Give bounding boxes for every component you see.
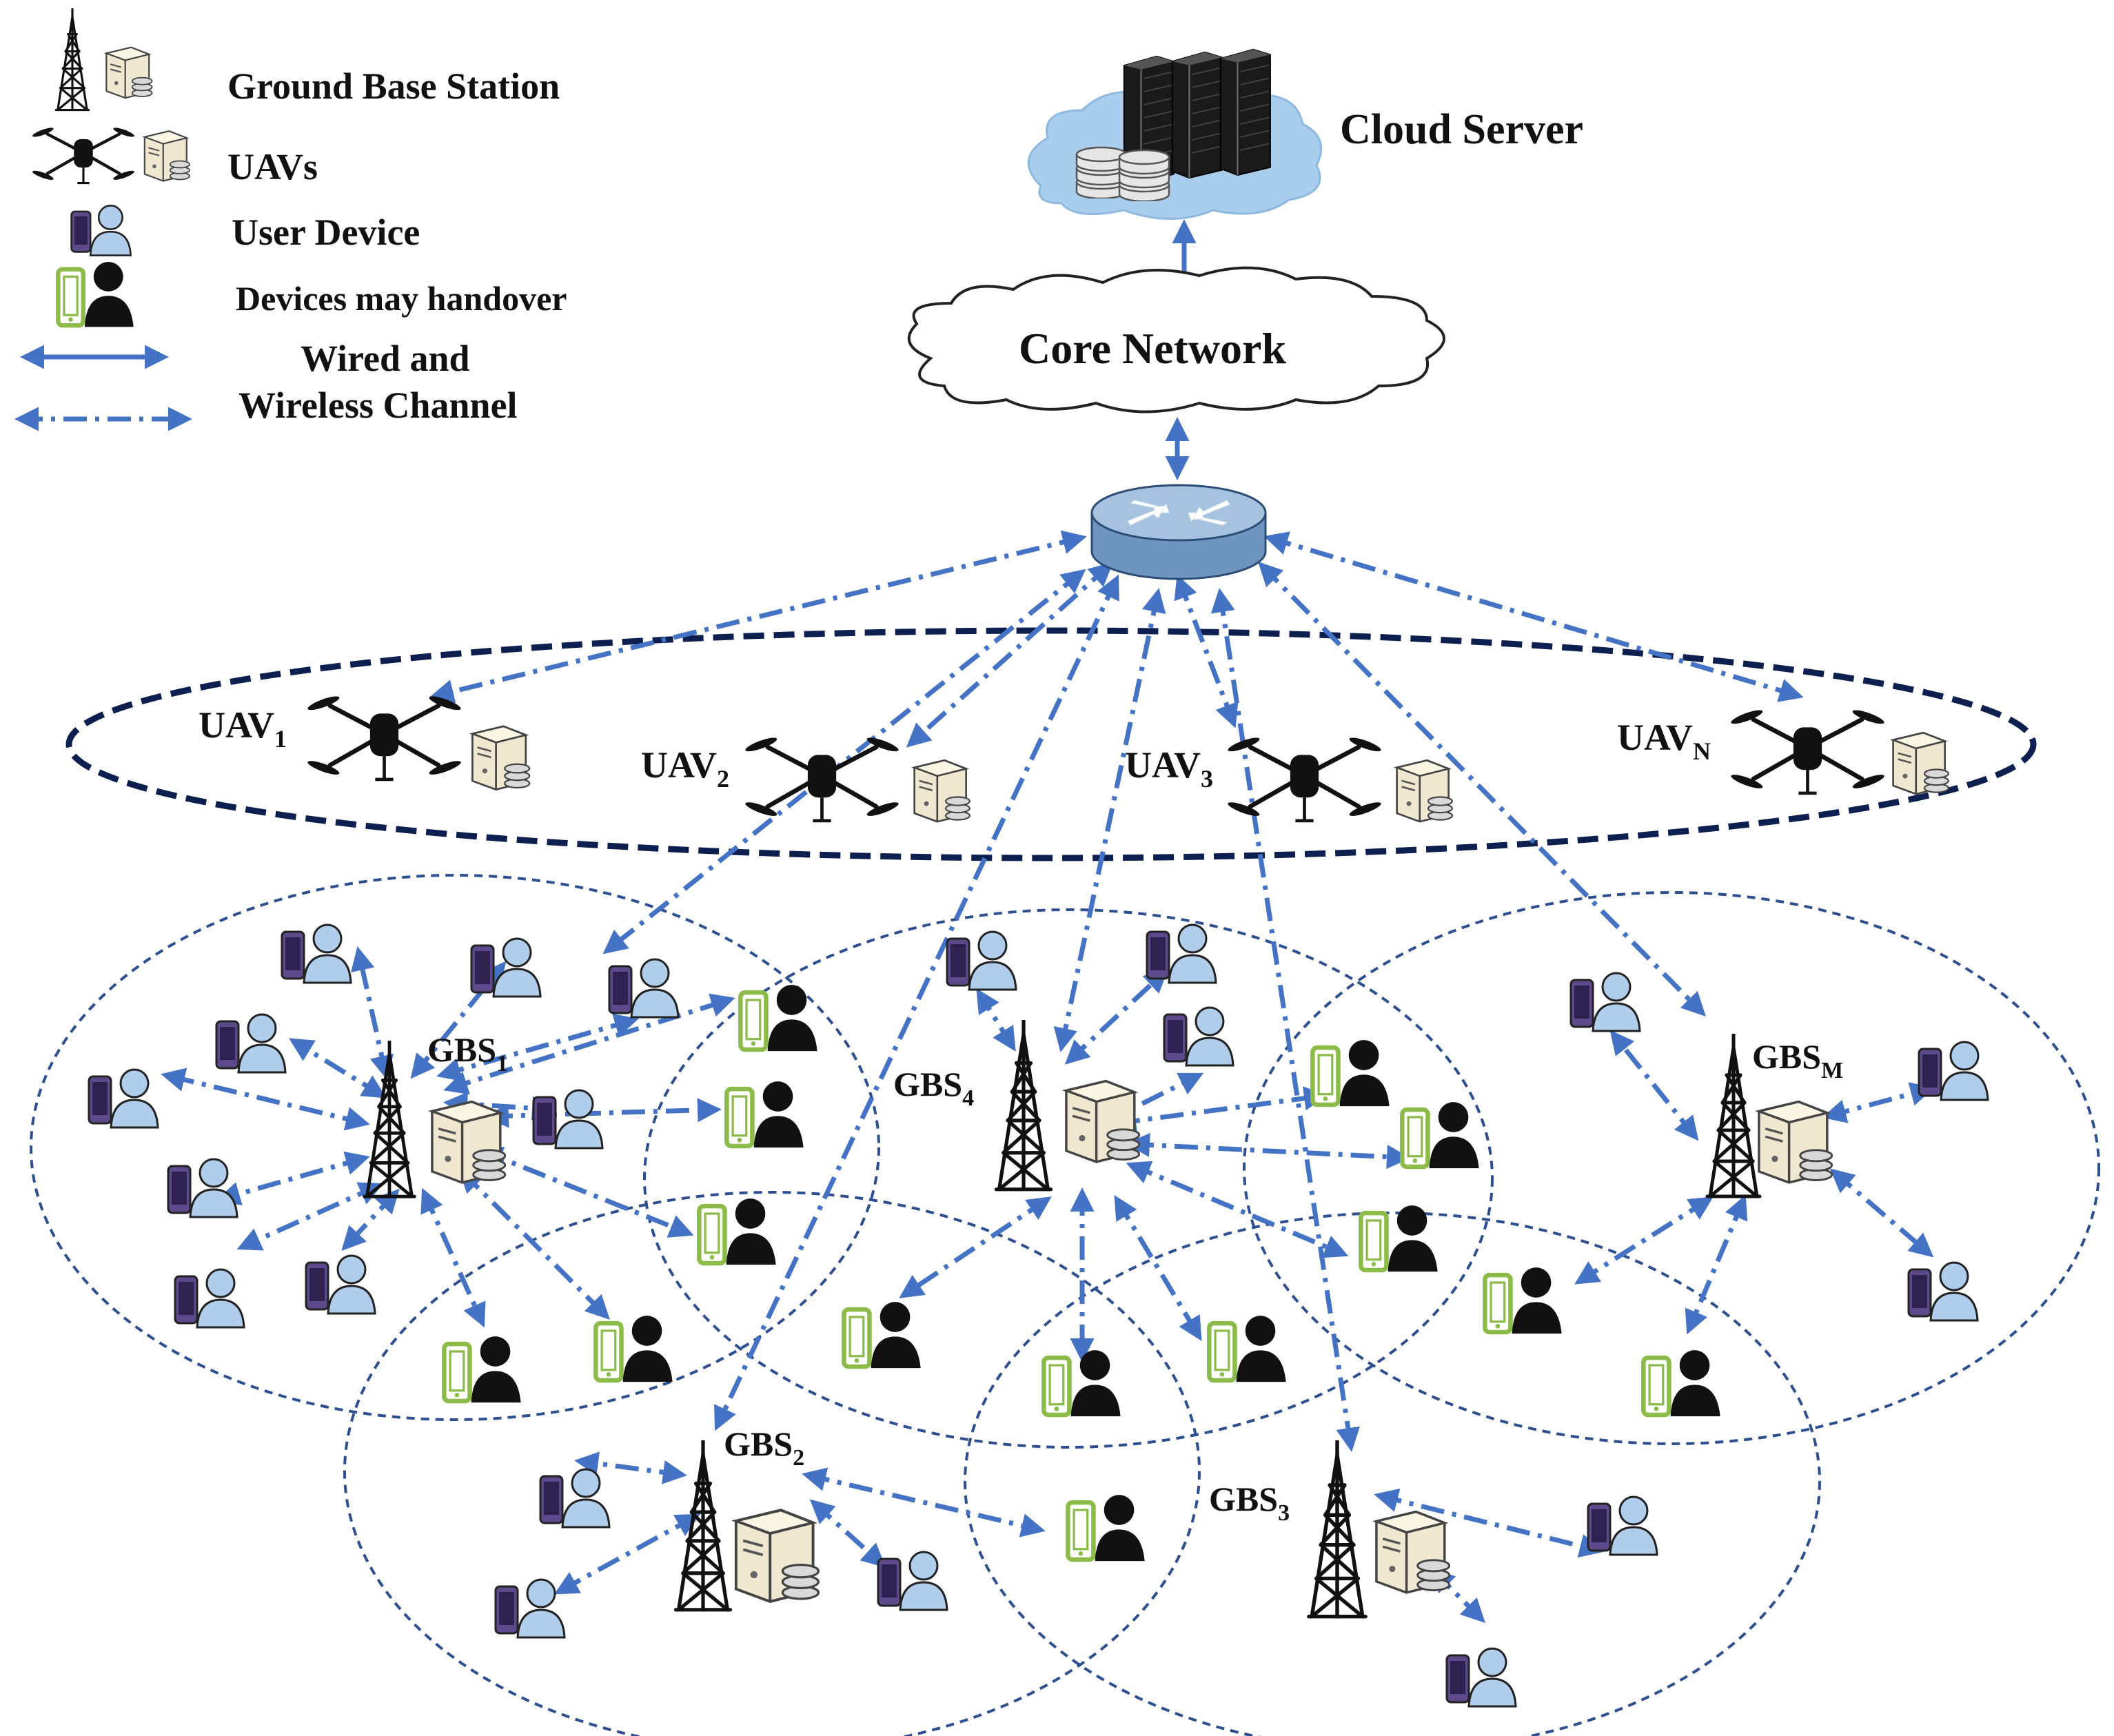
uav-n-label: UAVN	[1617, 717, 1711, 765]
handover-device-icon	[726, 1081, 803, 1147]
legend-channel-line1: Wired and	[301, 338, 470, 379]
server-icon	[1396, 759, 1454, 823]
gbs-4: GBS4	[893, 1020, 1141, 1189]
gbs-4-label: GBS4	[893, 1065, 974, 1111]
uav-3: UAV3	[1125, 735, 1454, 823]
gbs-2: GBS2	[675, 1424, 818, 1610]
handover-device-icon	[1643, 1350, 1720, 1416]
user-device-icon	[1918, 1041, 1989, 1101]
user-device-icon	[1445, 1647, 1517, 1708]
handover-device-icon	[1402, 1102, 1478, 1168]
handover-device-icon	[1361, 1205, 1437, 1272]
handover-device-icon	[740, 985, 817, 1051]
handover-device-icon	[596, 1316, 672, 1382]
user-device-icon	[215, 1013, 287, 1074]
server-rack-icon	[1171, 51, 1223, 179]
server-icon	[1374, 1510, 1451, 1594]
core-network-label: Core Network	[1019, 324, 1286, 373]
gbs-3-label: GBS3	[1209, 1480, 1290, 1526]
handover-device-icon	[1209, 1316, 1285, 1382]
user-device-icon	[946, 930, 1017, 991]
tower-icon	[365, 1041, 415, 1196]
user-device-icon	[305, 1254, 376, 1315]
user-device-icon	[1587, 1495, 1658, 1556]
server-icon	[1065, 1079, 1141, 1163]
gbs-2-label: GBS2	[724, 1424, 804, 1471]
core-network-cloud	[907, 266, 1445, 413]
handover-device-icon	[1044, 1350, 1120, 1416]
tower-icon	[1309, 1440, 1365, 1617]
legend-handover-devices: Devices may handover	[236, 279, 567, 318]
drone-icon	[1730, 708, 1886, 793]
legend-ground-base-station: Ground Base Station	[227, 65, 560, 107]
uav-n: UAVN	[1617, 708, 1950, 795]
server-icon	[736, 1510, 819, 1602]
uav-1-label: UAV1	[199, 704, 287, 753]
handover-device-icon	[1068, 1495, 1144, 1561]
drone-icon	[744, 735, 900, 821]
cell-gbs3	[964, 1212, 1821, 1736]
cloud-server-label: Cloud Server	[1340, 106, 1583, 153]
cell-gbs2	[343, 1191, 1201, 1736]
gbs-m: GBSM	[1707, 1034, 1843, 1196]
channel-links	[161, 530, 1935, 1623]
user-device-icon	[608, 958, 680, 1019]
legend-user-device: User Device	[232, 212, 420, 253]
server-icon	[1758, 1100, 1833, 1184]
uav-3-label: UAV3	[1125, 744, 1213, 793]
user-device-icon	[1907, 1261, 1979, 1322]
tower-icon	[54, 8, 90, 112]
legend-channel-line2: Wireless Channel	[238, 385, 518, 426]
user-device-icon	[470, 937, 542, 998]
server-icon	[471, 725, 531, 791]
server-rack-icon	[1219, 48, 1271, 176]
drone-icon	[307, 694, 463, 779]
user-device-icon	[281, 923, 352, 984]
user-device-icon	[1146, 923, 1217, 984]
cell-gbsm	[1243, 891, 2100, 1445]
uav-1: UAV1	[199, 694, 531, 791]
user-device-icon	[494, 1578, 566, 1639]
gbs-3: GBS3	[1209, 1440, 1451, 1617]
handover-device-icon	[1312, 1040, 1389, 1106]
gbs-1: GBS1	[365, 1030, 508, 1196]
server-icon	[1892, 731, 1950, 795]
user-device-icon	[1569, 972, 1641, 1032]
server-icon	[143, 130, 191, 182]
user-device-icon	[88, 1068, 159, 1129]
uav-2-label: UAV2	[641, 744, 729, 793]
legend: Ground Base Station UAVs User Device Dev…	[14, 8, 567, 431]
core-network: Core Network	[907, 266, 1445, 413]
server-icon	[431, 1100, 507, 1184]
database-icon	[1118, 149, 1170, 201]
handover-device-icon	[1485, 1267, 1561, 1334]
server-icon	[913, 759, 971, 823]
user-device-icon	[167, 1158, 238, 1218]
handover-device-icon	[444, 1336, 520, 1402]
user-device-icon	[539, 1468, 611, 1529]
handover-devices	[444, 985, 1720, 1561]
server-icon	[105, 46, 153, 99]
tower-icon	[996, 1020, 1050, 1189]
gbs-m-label: GBSM	[1752, 1037, 1843, 1083]
cloud-server: Cloud Server	[1027, 48, 1583, 220]
user-device-icon	[174, 1268, 245, 1329]
user-device-icon	[532, 1089, 604, 1150]
legend-uavs: UAVs	[227, 146, 318, 187]
router-icon	[1090, 484, 1267, 580]
user-device-icon	[1163, 1006, 1234, 1067]
handover-device-icon	[844, 1302, 920, 1368]
uav-2: UAV2	[641, 735, 971, 823]
drone-icon	[32, 126, 135, 183]
handover-device-icon	[699, 1198, 775, 1265]
gbs-1-label: GBS1	[427, 1030, 508, 1076]
handover-device-icon	[58, 262, 133, 327]
user-device-icon	[877, 1551, 948, 1611]
user-devices	[88, 923, 1989, 1708]
user-device-icon	[70, 205, 132, 256]
